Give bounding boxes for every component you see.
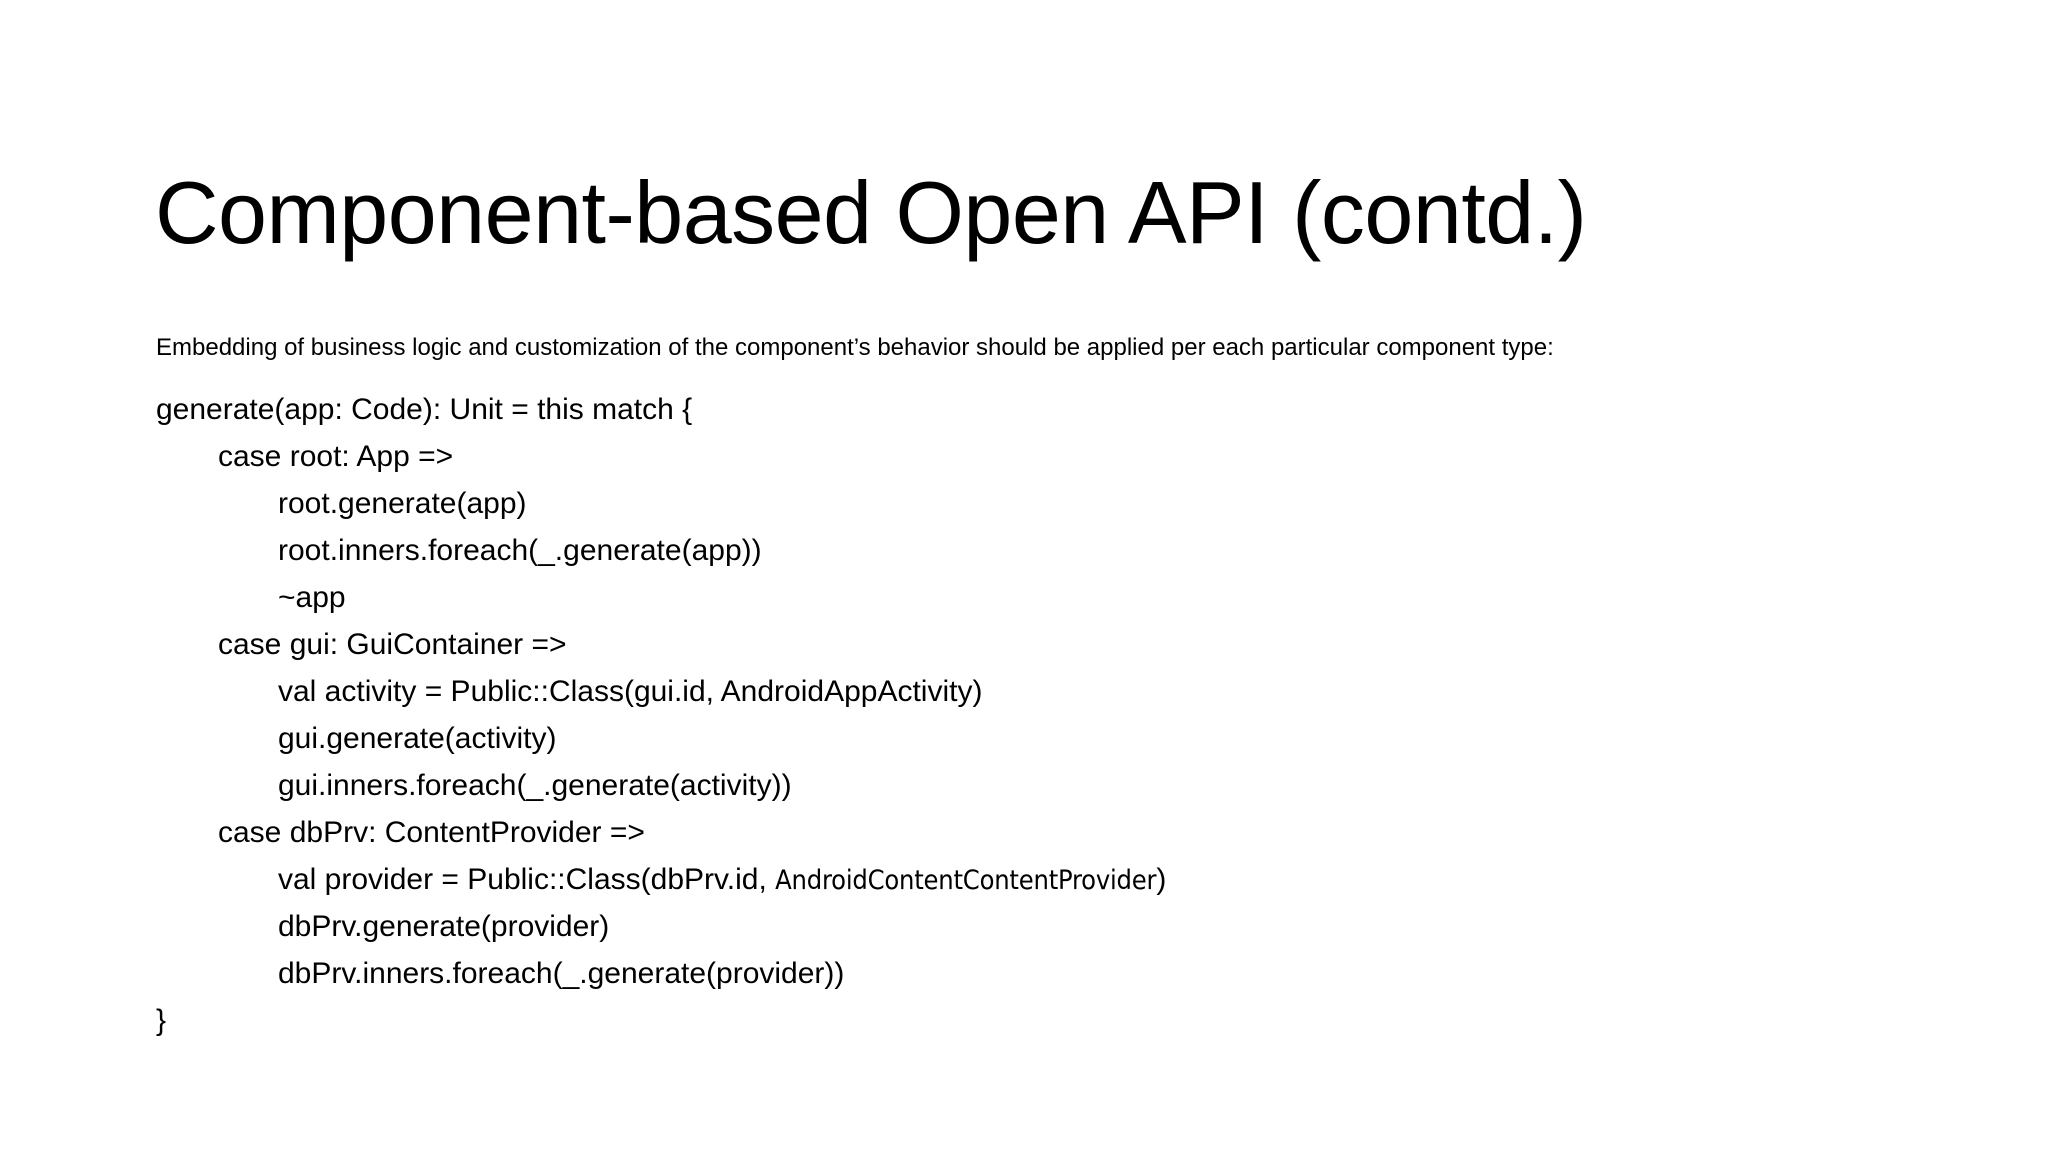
code-line: case gui: GuiContainer =>: [156, 621, 1916, 668]
code-line-text: }: [156, 1004, 167, 1037]
code-line-text: case dbPrv: ContentProvider =>: [218, 816, 645, 849]
code-line: dbPrv.generate(provider): [156, 903, 1916, 950]
code-line-text: generate(app: Code): Unit = this match {: [156, 393, 693, 426]
code-line-text: case root: App =>: [218, 440, 454, 473]
code-line-text: gui.inners.foreach(_.generate(activity)): [278, 769, 792, 802]
code-line: generate(app: Code): Unit = this match {: [156, 386, 1916, 433]
code-line: ~app: [156, 574, 1916, 621]
code-line: case dbPrv: ContentProvider =>: [156, 809, 1916, 856]
code-block: generate(app: Code): Unit = this match {…: [156, 386, 1916, 1044]
code-line-text: ~app: [278, 581, 346, 614]
code-line-text-tail: ): [1156, 863, 1167, 896]
code-line-text: root.generate(app): [278, 487, 527, 520]
code-line: }: [156, 997, 1916, 1044]
code-line: gui.generate(activity): [156, 715, 1916, 762]
lead-paragraph: Embedding of business logic and customiz…: [156, 334, 1554, 361]
code-line: val activity = Public::Class(gui.id, And…: [156, 668, 1916, 715]
code-line: dbPrv.inners.foreach(_.generate(provider…: [156, 950, 1916, 997]
code-line-text: val provider = Public::Class(dbPrv.id,: [278, 863, 776, 896]
code-line-text: root.inners.foreach(_.generate(app)): [278, 534, 762, 567]
code-line: gui.inners.foreach(_.generate(activity)): [156, 762, 1916, 809]
code-line-text: val activity = Public::Class(gui.id, And…: [278, 675, 983, 708]
code-line-text: gui.generate(activity): [278, 722, 557, 755]
code-line: root.generate(app): [156, 480, 1916, 527]
page-title: Component-based Open API (contd.): [155, 162, 1587, 262]
code-line-text: dbPrv.inners.foreach(_.generate(provider…: [278, 957, 845, 990]
code-line: case root: App =>: [156, 433, 1916, 480]
code-literal-condensed: AndroidContentContentProvider: [775, 865, 1157, 896]
code-line-text: case gui: GuiContainer =>: [218, 628, 567, 661]
code-line: val provider = Public::Class(dbPrv.id, A…: [156, 856, 1916, 903]
code-line-text: dbPrv.generate(provider): [278, 910, 610, 943]
code-line: root.inners.foreach(_.generate(app)): [156, 527, 1916, 574]
